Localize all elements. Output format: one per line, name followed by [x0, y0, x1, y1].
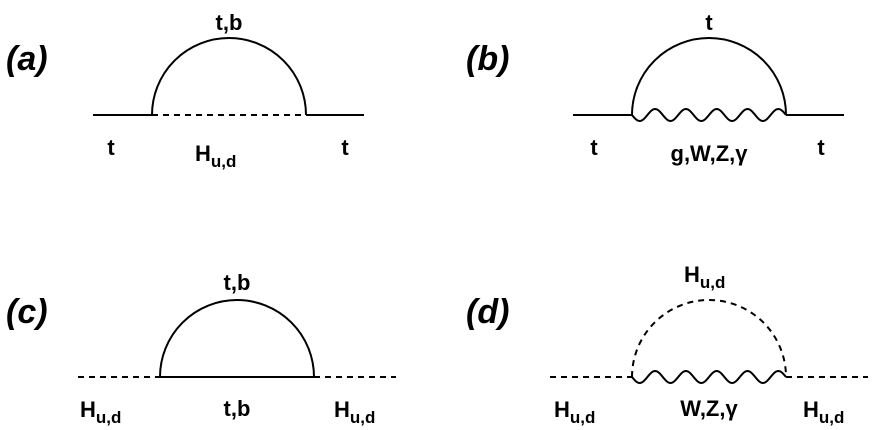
- loop-bottom-label: W,Z,γ: [680, 396, 738, 421]
- loop-top-label: t,b: [216, 10, 243, 35]
- left-label: t: [590, 135, 598, 160]
- loop-bottom-label: Hu,d: [195, 141, 236, 171]
- right-label: t: [341, 135, 349, 160]
- loop-bottom-label: t,b: [224, 396, 251, 421]
- left-label: Hu,d: [80, 397, 121, 427]
- right-label: t: [817, 135, 825, 160]
- loop-bottom-label: g,W,Z,γ: [671, 141, 749, 166]
- loop-top-label: Hu,d: [684, 262, 725, 292]
- loop-top-label: t: [705, 10, 713, 35]
- lower-propagator-wavy: [631, 369, 787, 385]
- upper-propagator-solid: [159, 299, 315, 378]
- upper-propagator-dashed: [631, 299, 787, 378]
- panel-label-d: (d): [466, 293, 509, 331]
- loop-top-label: t,b: [224, 270, 251, 295]
- upper-propagator-solid: [631, 37, 787, 116]
- upper-propagator-solid: [151, 37, 307, 116]
- panel-label-b: (b): [466, 40, 509, 78]
- left-label: Hu,d: [554, 397, 595, 427]
- panel-label-a: (a): [6, 40, 48, 78]
- right-label: Hu,d: [334, 397, 375, 427]
- diagram-d: (d) Hu,d W,Z,γ Hu,d Hu,d: [466, 262, 868, 427]
- panel-label-c: (c): [6, 293, 48, 331]
- diagram-c: (c) t,b t,b Hu,d Hu,d: [6, 270, 396, 427]
- diagram-a: (a) t,b t t Hu,d: [6, 10, 364, 171]
- diagram-b: (b) t t t g,W,Z,γ: [466, 10, 844, 166]
- right-label: Hu,d: [803, 397, 844, 427]
- lower-propagator-wavy: [631, 107, 787, 123]
- left-label: t: [107, 135, 115, 160]
